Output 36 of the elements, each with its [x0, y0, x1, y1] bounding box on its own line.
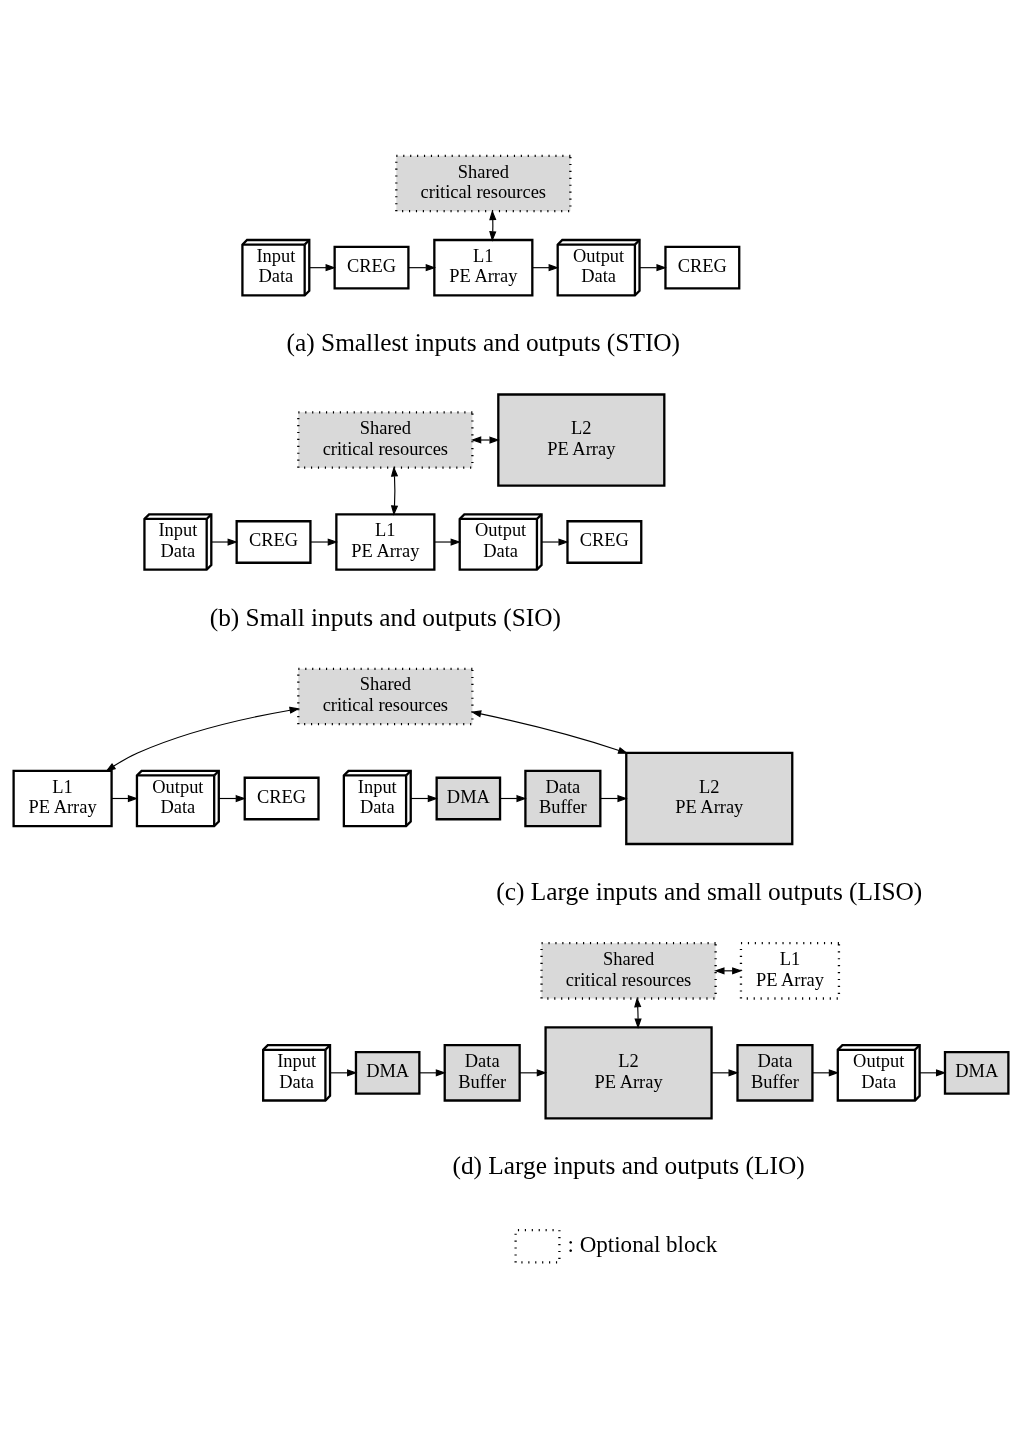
- node-box: L2 PE Array: [543, 1025, 713, 1120]
- arrow: [309, 537, 338, 546]
- arrow: [210, 537, 238, 546]
- node-box: Data Buffer: [523, 769, 601, 827]
- node-box: CREG: [565, 519, 642, 564]
- arrow: [633, 996, 642, 1029]
- node-box: Data Buffer: [735, 1043, 814, 1102]
- node-box: Shared critical resources: [296, 410, 474, 469]
- legend-label: : Optional block: [566, 1230, 717, 1257]
- node-box: L1 PE Array: [432, 238, 533, 296]
- node-box: L1 PE Array: [334, 512, 435, 571]
- node-box: CREG: [243, 776, 320, 820]
- arrow: [433, 537, 461, 546]
- label: (c) Large inputs and small outputs (LISO): [495, 876, 922, 905]
- node-box: DMA: [354, 1050, 420, 1095]
- node-box: Shared critical resources: [394, 154, 571, 212]
- arrow: [470, 709, 628, 754]
- arrow: [104, 706, 300, 772]
- node-box: CREG: [235, 519, 312, 564]
- node-box: Shared critical resources: [539, 941, 717, 1000]
- node-box: DMA: [435, 776, 501, 820]
- arrow: [470, 435, 500, 444]
- node-box: L2 PE Array: [496, 392, 665, 487]
- node-box: L1 PE Array: [11, 769, 113, 827]
- node-box: L1 PE Array: [739, 941, 840, 1000]
- label: (a) Smallest inputs and outputs (STIO): [286, 327, 680, 356]
- arrow: [540, 537, 569, 546]
- node-box: CREG: [663, 245, 740, 290]
- node-box: CREG: [333, 245, 410, 290]
- label: (b) Small inputs and outputs (SIO): [209, 602, 561, 631]
- arrow: [390, 465, 398, 516]
- node-box: Shared critical resources: [296, 667, 474, 725]
- node-box: L2 PE Array: [624, 751, 793, 845]
- node-box: Data Buffer: [443, 1043, 521, 1102]
- label: (d) Large inputs and outputs (LIO): [452, 1150, 805, 1179]
- node-box: DMA: [943, 1050, 1010, 1095]
